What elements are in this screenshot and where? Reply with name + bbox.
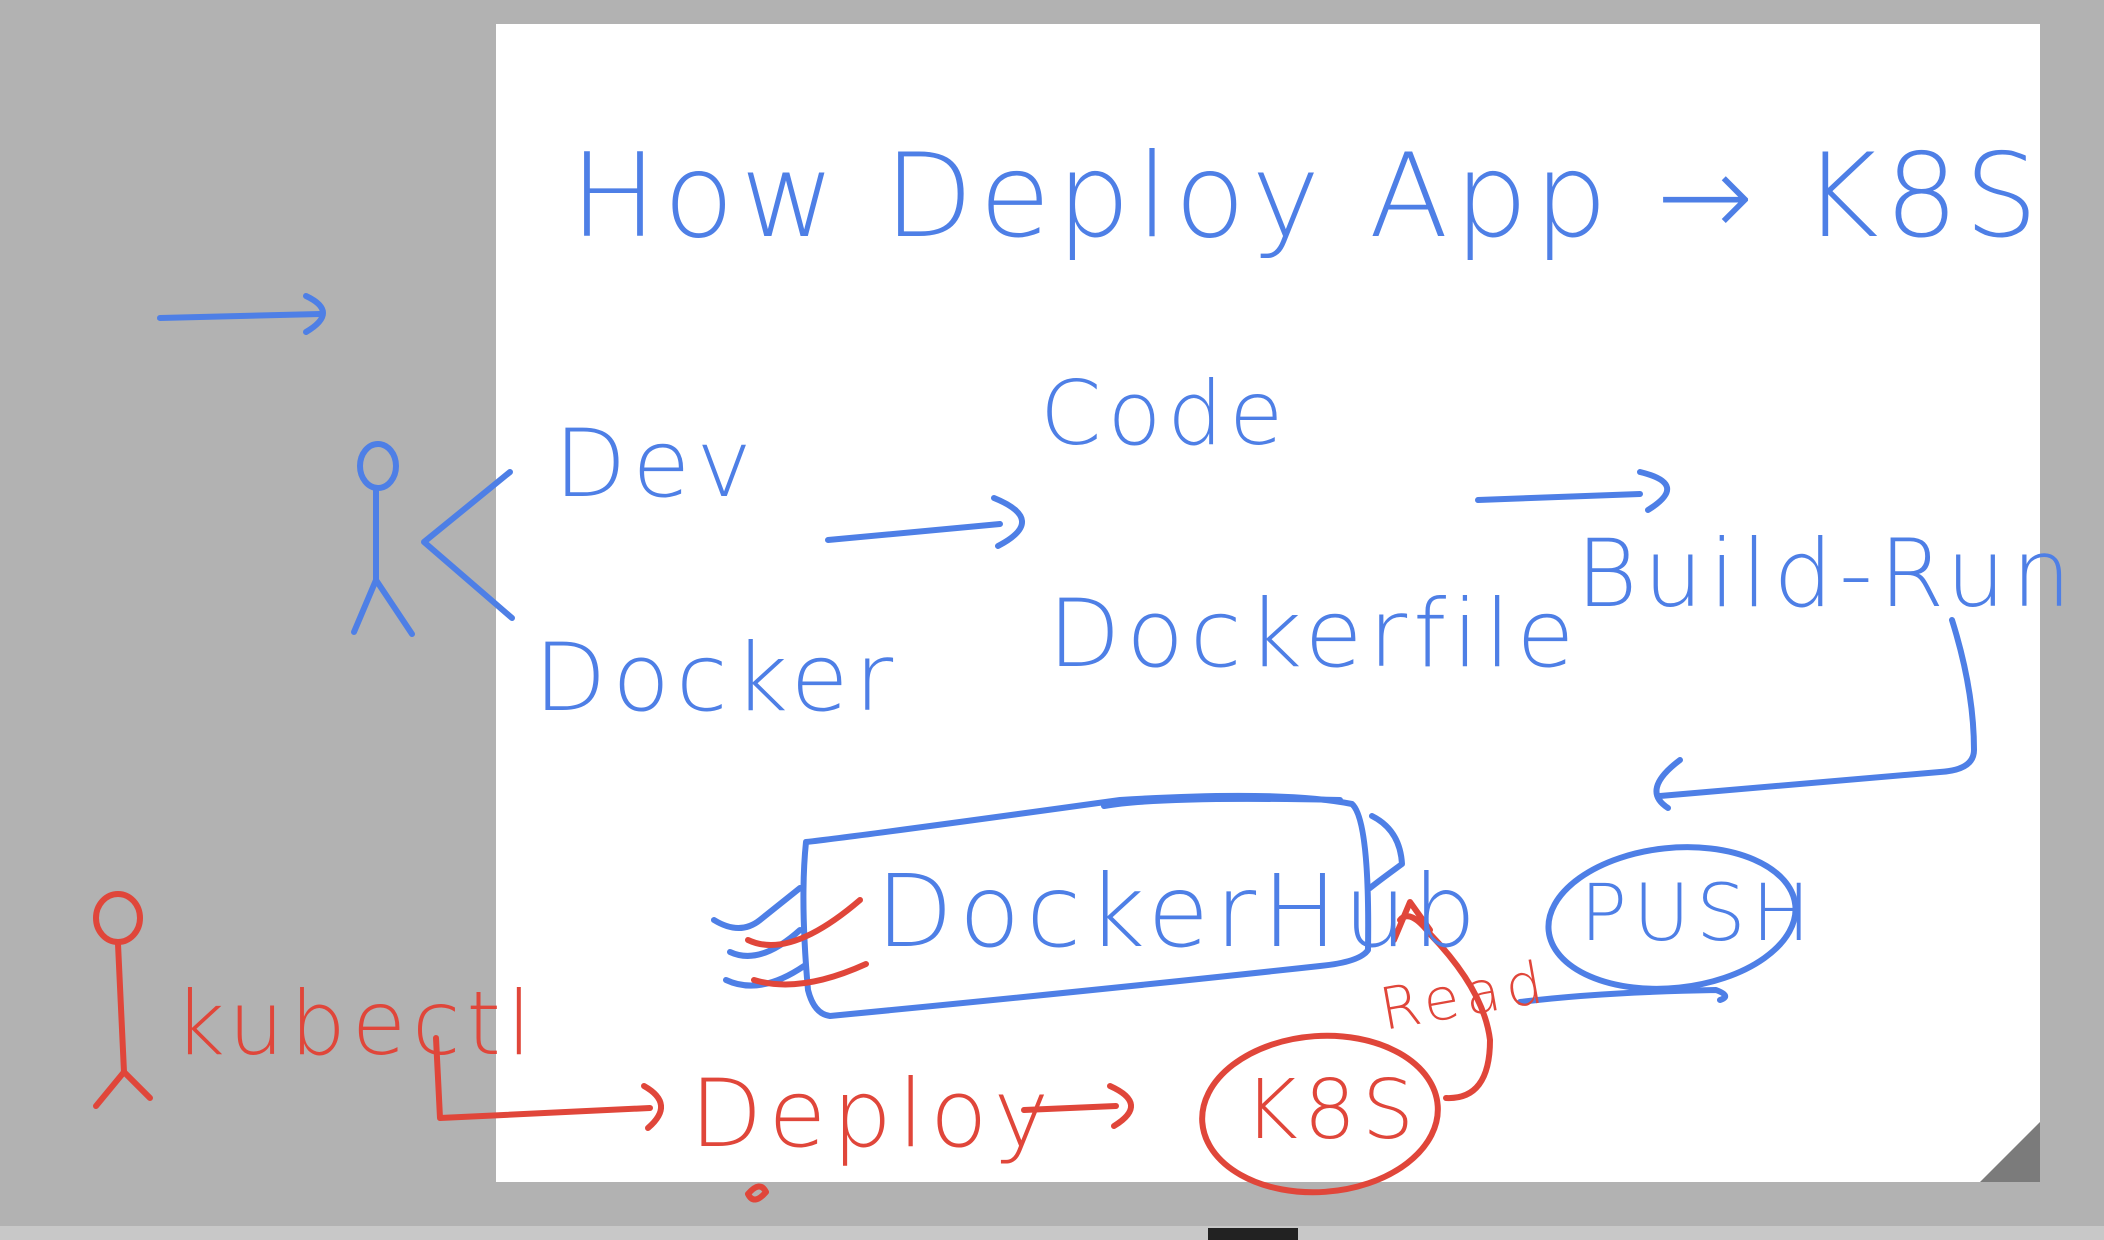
label-k8s: K8S bbox=[1244, 1063, 1420, 1158]
arrow-deploy-to-k8s bbox=[1021, 1083, 1134, 1129]
label-docker-hub: DockerHub bbox=[876, 853, 1482, 970]
title-text: How Deploy App → K8S bbox=[570, 129, 2044, 264]
label-docker: Docker bbox=[534, 624, 899, 733]
connector-push-to-read bbox=[1517, 987, 1729, 1005]
label-code: Code bbox=[1040, 362, 1289, 465]
stray-mark bbox=[745, 1183, 769, 1203]
label-dockerfile: Dockerfile bbox=[1048, 580, 1580, 689]
push-ellipse bbox=[1545, 844, 1799, 992]
page-curl-corner[interactable] bbox=[1980, 1122, 2040, 1182]
scrollbar-thumb[interactable] bbox=[1208, 1228, 1298, 1240]
whiteboard-page bbox=[496, 24, 2040, 1182]
label-kubectl: kubectl bbox=[174, 972, 537, 1075]
k8s-ellipse bbox=[1199, 1032, 1441, 1196]
bottom-scrollbar[interactable] bbox=[0, 1226, 2104, 1240]
red-scribble bbox=[745, 897, 869, 988]
docker-hub-box bbox=[800, 792, 1405, 1019]
label-build-run: Build-Run bbox=[1576, 520, 2077, 629]
stick-figure-dev bbox=[351, 441, 515, 637]
stray-arrow bbox=[157, 293, 326, 335]
label-push: PUSH bbox=[1580, 869, 1816, 959]
label-deploy: Deploy bbox=[690, 1060, 1055, 1169]
label-dev: Dev bbox=[554, 410, 758, 519]
arrow-to-build-run bbox=[1475, 469, 1671, 513]
arrow-to-code bbox=[825, 495, 1025, 549]
stick-figure-kubectl bbox=[93, 891, 153, 1109]
arrow-kubectl-to-deploy bbox=[433, 1035, 664, 1131]
arrow-k8s-read-docker-hub bbox=[1391, 899, 1493, 1102]
arrow-build-run-to-push bbox=[1653, 617, 1977, 811]
